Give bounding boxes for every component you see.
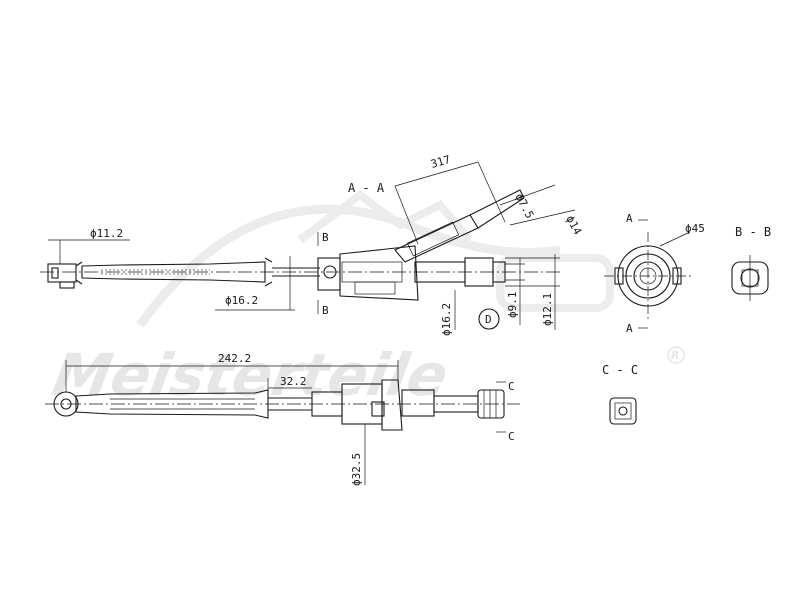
dim-7-5-line (499, 184, 556, 206)
rod-collar-upper (264, 257, 273, 263)
section-b-b-label: B - B (735, 225, 771, 239)
dim-45-label: ϕ45 (685, 222, 705, 235)
dim-16-2-left: ϕ16.2 (215, 256, 295, 311)
end-view-flange: ϕ45 A A (604, 212, 705, 335)
bottom-elevation-view: 242.2 32.2 ϕ32.5 C C (45, 352, 520, 486)
dim-12-1: ϕ12.1 (505, 254, 560, 330)
dim-32-2-label: 32.2 (280, 375, 307, 388)
dim-14: ϕ14 (509, 209, 584, 237)
dim-45-leader (659, 231, 691, 247)
section-c-c-outline (609, 397, 637, 425)
section-c-c-hatch (614, 402, 632, 420)
dim-317-line (394, 161, 479, 187)
body-flange (381, 379, 403, 431)
dim-11-2: ϕ11.2 (48, 227, 130, 264)
dim-242-2: 242.2 (65, 352, 399, 392)
section-c-top-marker: C (508, 380, 515, 393)
section-a-a-label: A - A (348, 181, 385, 195)
dim-317-label: 317 (429, 153, 452, 171)
clevis-tip-upper (75, 261, 83, 267)
top-section-view: ϕ11.2 ϕ16.2 B B A - A 317 ϕ7.5 ϕ14 (40, 153, 584, 336)
clevis-end-top (47, 261, 83, 289)
dim-317-ext-left (394, 185, 419, 245)
dim-16-2-left-label: ϕ16.2 (225, 294, 258, 307)
watermark-logo-mountain (297, 190, 474, 244)
body-front-seal (323, 265, 337, 279)
dim-32-5: ϕ32.5 (350, 424, 366, 486)
cylinder-body-section (317, 245, 506, 301)
detail-d-circle (478, 308, 500, 330)
eye-end-hole (60, 398, 72, 410)
dim-16-2-mid-label: ϕ16.2 (440, 303, 453, 336)
push-rod-knurl (100, 268, 210, 276)
section-a-top-marker: A (626, 212, 633, 225)
section-c-c-label: C - C (602, 363, 638, 377)
section-c-c-view: C - C (602, 363, 638, 425)
clevis-lug (59, 281, 75, 289)
dim-12-1-label: ϕ12.1 (541, 293, 554, 326)
outlet-connector (477, 389, 505, 419)
push-rod-bottom (75, 389, 269, 419)
detail-d: D (478, 308, 500, 330)
section-b-b-view: B - B (731, 225, 771, 301)
body-window (371, 401, 385, 417)
push-rod-outline (81, 261, 266, 283)
dim-9-1-label: ϕ9.1 (506, 292, 519, 319)
reservoir-nozzle-section (406, 221, 460, 257)
clevis-tip-lower (75, 279, 83, 285)
dim-317: 317 (394, 153, 506, 245)
dim-14-line (509, 209, 576, 226)
dim-32-2: 32.2 (267, 375, 312, 390)
dim-242-2-label: 242.2 (218, 352, 251, 365)
watermark-brand-text: Meisterteile (48, 341, 453, 408)
body-housing (339, 245, 419, 301)
section-c-bottom-marker: C (508, 430, 515, 443)
watermark-registered-circle (667, 346, 685, 364)
section-b-bottom-marker: B (322, 304, 329, 317)
outlet-nut (492, 261, 506, 283)
dim-317-ext-right (477, 161, 506, 223)
section-a-bottom-marker: A (626, 322, 633, 335)
section-c-c-bore (618, 406, 628, 416)
rod-collar-lower (264, 281, 273, 287)
dim-32-5-label: ϕ32.5 (350, 453, 363, 486)
body-front-flange (317, 257, 341, 291)
clevis-pin (51, 267, 59, 279)
push-rod-top (81, 257, 320, 287)
dim-7-5: ϕ7.5 (499, 184, 556, 221)
watermark-registered-mark: R (671, 349, 679, 362)
detail-d-label: D (485, 313, 492, 326)
dim-14-label: ϕ14 (563, 213, 584, 237)
section-b-top-marker: B (322, 231, 329, 244)
dim-11-2-label: ϕ11.2 (90, 227, 123, 240)
dim-9-1: ϕ9.1 (505, 258, 525, 325)
dim-16-2-mid: ϕ16.2 (440, 290, 456, 336)
dim-7-5-label: ϕ7.5 (512, 191, 536, 221)
watermark: Meisterteile R (48, 190, 685, 409)
body-wall-section (354, 281, 396, 295)
